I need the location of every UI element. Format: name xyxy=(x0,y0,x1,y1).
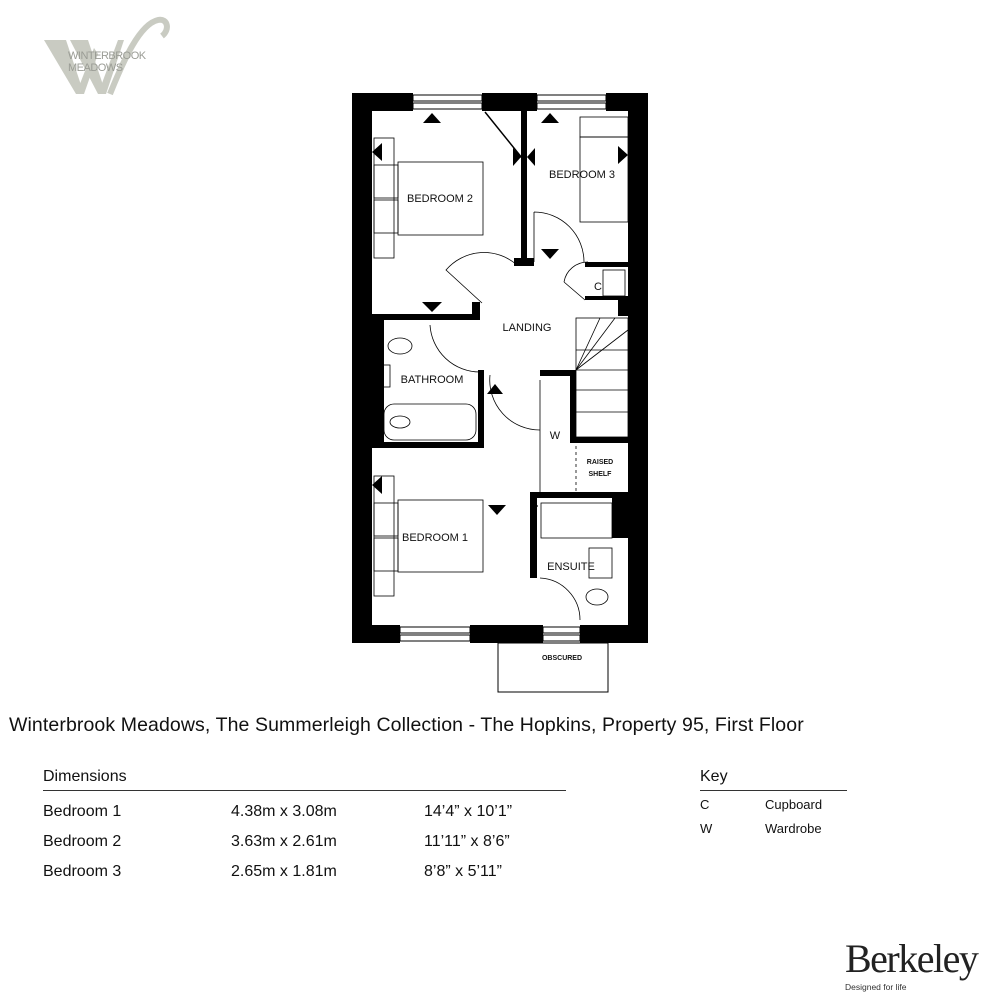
brand-name: Berkeley xyxy=(845,936,979,981)
walls xyxy=(352,93,648,643)
label-wardrobe: W xyxy=(550,430,561,442)
windows xyxy=(399,94,609,693)
toilet xyxy=(387,337,413,355)
label-bedroom-3: BEDROOM 3 xyxy=(549,169,615,181)
label-bedroom-1: BEDROOM 1 xyxy=(402,532,468,544)
floor-plan: BEDROOM 2 BEDROOM 3 C LANDING BATHROOM W… xyxy=(352,93,648,693)
obscured-window-box xyxy=(497,642,609,693)
dimension-row: Bedroom 1 4.38m x 3.08m 14’4” x 10’1” xyxy=(43,797,566,827)
label-raised-shelf-1: RAISED xyxy=(587,459,613,466)
label-cupboard: C xyxy=(594,281,602,293)
dimension-row: Bedroom 3 2.65m x 1.81m 8’8” x 5’11” xyxy=(43,857,566,887)
shower xyxy=(540,502,613,539)
key-row: W Wardrobe xyxy=(700,817,847,841)
winterbrook-meadows-logo: WINTERBROOK MEADOWS xyxy=(40,14,170,99)
bed-bedroom-2 xyxy=(397,161,484,236)
key-table: Key C Cupboard W Wardrobe xyxy=(700,768,847,841)
logo-w-mark xyxy=(44,16,170,96)
logo-wordmark: WINTERBROOK MEADOWS xyxy=(68,50,146,74)
ensuite-basin xyxy=(588,547,613,579)
brand-tagline: Designed for life xyxy=(845,982,907,992)
metric-size: 2.65m x 1.81m xyxy=(231,863,337,880)
imperial-size: 14’4” x 10’1” xyxy=(424,803,513,820)
logo-text-line1: WINTERBROOK xyxy=(68,50,146,62)
key-row: C Cupboard xyxy=(700,793,847,817)
key-code: W xyxy=(700,821,713,836)
key-meaning: Cupboard xyxy=(765,797,823,812)
dimensions-heading: Dimensions xyxy=(43,768,566,791)
room-labels: BEDROOM 2 BEDROOM 3 C LANDING BATHROOM W… xyxy=(401,169,615,662)
key-heading: Key xyxy=(700,768,847,791)
imperial-size: 11’11” x 8’6” xyxy=(424,833,510,850)
radiator-arrows xyxy=(372,113,628,515)
metric-size: 3.63m x 2.61m xyxy=(231,833,337,850)
label-obscured: OBSCURED xyxy=(542,655,582,662)
ensuite-toilet xyxy=(585,588,609,606)
berkeley-logo: Berkeley Designed for life xyxy=(845,936,979,992)
key-code: C xyxy=(700,797,710,812)
logo-text-line2: MEADOWS xyxy=(68,62,123,74)
imperial-size: 8’8” x 5’11” xyxy=(424,863,502,880)
dimensions-table: Dimensions Bedroom 1 4.38m x 3.08m 14’4”… xyxy=(43,768,566,887)
key-meaning: Wardrobe xyxy=(765,821,822,836)
bath xyxy=(383,403,477,441)
label-bathroom: BATHROOM xyxy=(401,374,464,386)
label-ensuite: ENSUITE xyxy=(547,561,595,573)
room-name: Bedroom 1 xyxy=(43,803,122,820)
label-bedroom-2: BEDROOM 2 xyxy=(407,193,473,205)
label-raised-shelf-2: SHELF xyxy=(589,471,613,478)
room-name: Bedroom 2 xyxy=(43,833,122,850)
label-landing: LANDING xyxy=(503,322,552,334)
page-title: Winterbrook Meadows, The Summerleigh Col… xyxy=(9,714,804,736)
metric-size: 4.38m x 3.08m xyxy=(231,803,337,820)
dimension-row: Bedroom 2 3.63m x 2.61m 11’11” x 8’6” xyxy=(43,827,566,857)
stairs xyxy=(575,317,629,438)
basin xyxy=(373,364,391,388)
furniture xyxy=(373,116,629,606)
doors xyxy=(429,111,589,621)
room-name: Bedroom 3 xyxy=(43,863,122,880)
